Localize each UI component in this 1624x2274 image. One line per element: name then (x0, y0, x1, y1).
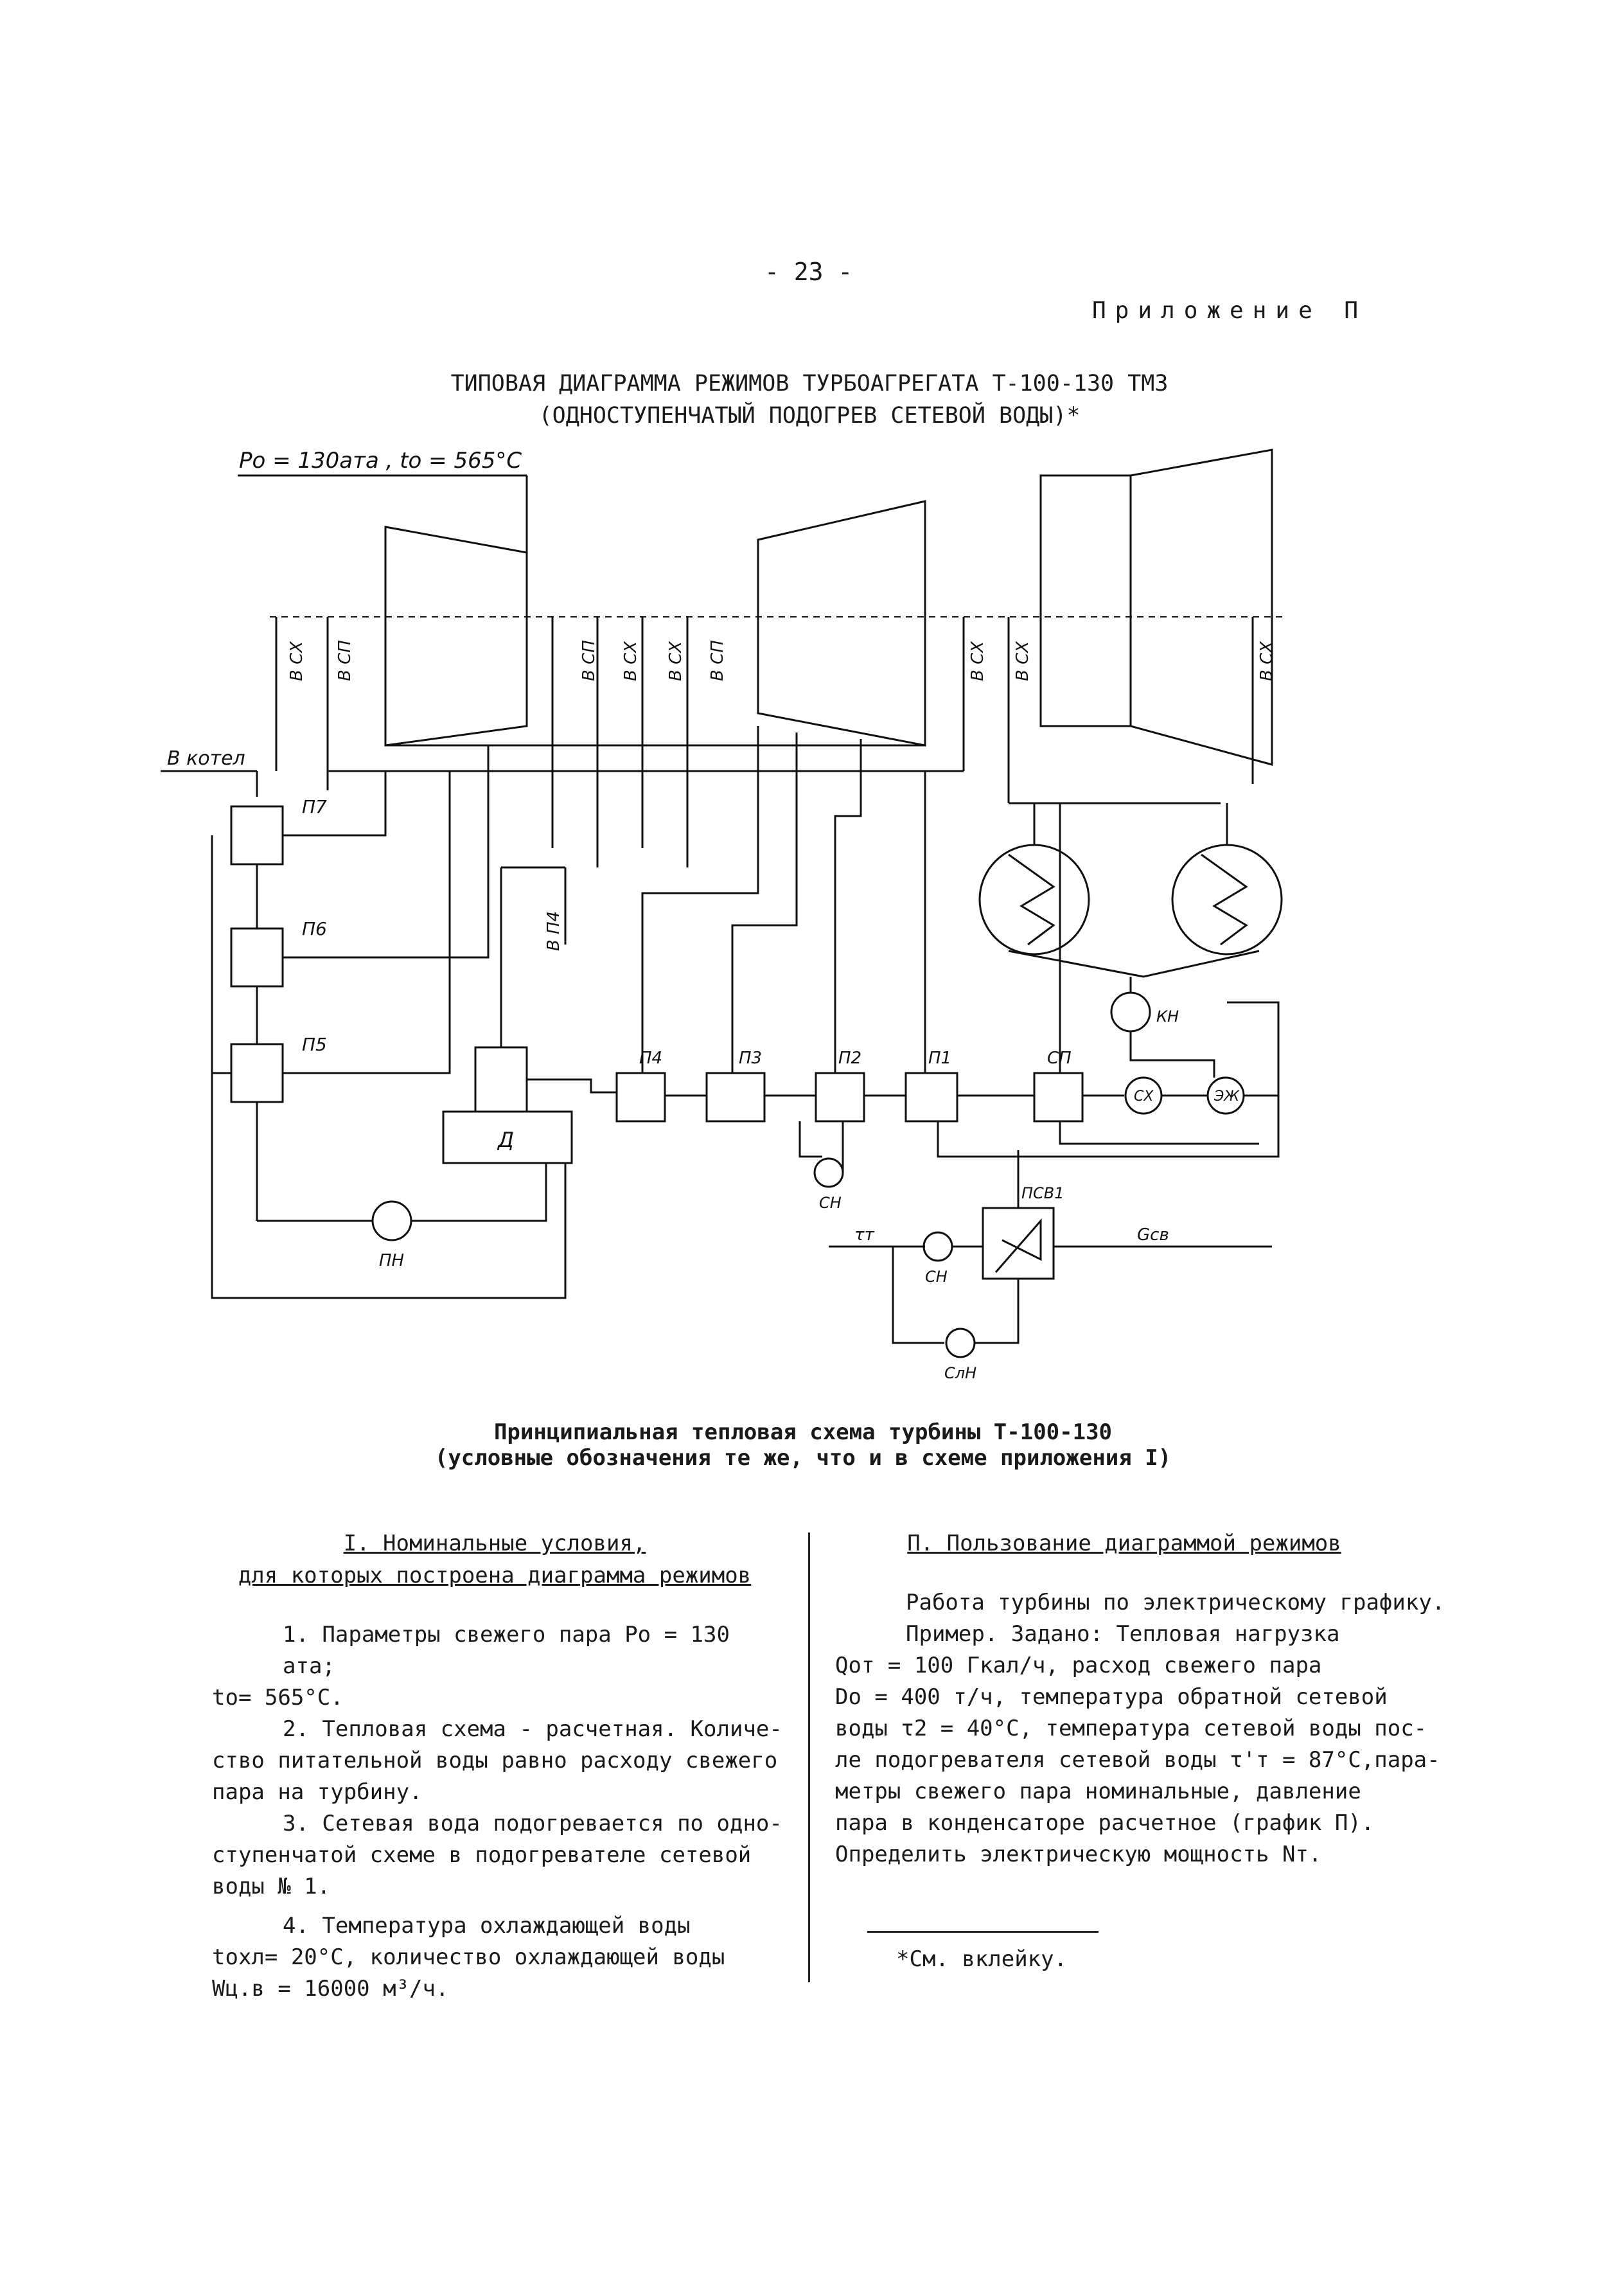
label-v-sx-6: В СХ (1257, 641, 1276, 681)
hp-turbine (384, 526, 528, 747)
label-p4: П4 (639, 1049, 662, 1068)
label-kn: КН (1156, 1008, 1179, 1026)
label-p7: П7 (302, 796, 327, 817)
heater-sp (1033, 1072, 1084, 1123)
deaerator-tank (442, 1110, 573, 1164)
right-line8: пара в конденсаторе расчетное (график П)… (835, 1810, 1375, 1836)
label-p2: П2 (838, 1049, 861, 1068)
label-v-sp-3: В СП (708, 640, 727, 681)
label-gsv: Gсв (1137, 1225, 1169, 1245)
item1-line2: to= 565°С. (212, 1685, 344, 1710)
label-sn2: СН (925, 1268, 948, 1286)
label-pn: ПН (379, 1251, 404, 1270)
label-v-sp-2: В СП (579, 640, 599, 681)
right-line5: воды τ2 = 40°С, температура сетевой воды… (835, 1716, 1427, 1741)
diagram-caption-line2: (условные обозначения те же, что и в схе… (434, 1445, 1172, 1471)
pump-kn (1110, 991, 1151, 1033)
lp-turbine-right (1129, 449, 1273, 766)
pump-pn (371, 1200, 412, 1241)
item2-line3: пара на турбину. (212, 1779, 423, 1805)
label-d: Д (497, 1128, 514, 1152)
page-title-line1: ТИПОВАЯ ДИАГРАММА РЕЖИМОВ ТУРБОАГРЕГАТА … (450, 371, 1169, 396)
footnote: *См. вклейку. (896, 1946, 1068, 1972)
left-column-body: 1. Параметры свежего пара Po = 130 ата; … (212, 1619, 790, 2005)
item3-line3: воды № 1. (212, 1874, 331, 1899)
heater-p4 (615, 1072, 666, 1123)
pump-sln (945, 1328, 976, 1358)
label-p6: П6 (302, 918, 327, 939)
heater-p3 (705, 1072, 766, 1123)
heater-psv1 (982, 1207, 1055, 1280)
to-boiler-label: В котел (167, 747, 245, 770)
left-heading-line2: для которых построена диаграмма режимов (238, 1563, 752, 1588)
ip-turbine (757, 500, 926, 747)
right-line3: Qот = 100 Гкал/ч, расход свежего пара (835, 1653, 1322, 1678)
item4-line3: Wц.в = 16000 м³/ч. (212, 1976, 449, 2002)
right-line9: Определить электрическую мощность Nт. (835, 1842, 1322, 1867)
label-v-sx-4: В СХ (968, 641, 987, 681)
item2-line2: ство питательной воды равно расходу свеж… (212, 1748, 778, 1773)
label-sx: СХ (1134, 1088, 1154, 1105)
right-line6: ле подогревателя сетевой воды τ'т = 87°С… (835, 1747, 1440, 1773)
heater-p1 (905, 1072, 958, 1123)
right-line2: Пример. Задано: Тепловая нагрузка (906, 1621, 1340, 1647)
right-column-body: Работа турбины по электрическому графику… (835, 1587, 1445, 1870)
label-v-sp-1: В СП (335, 640, 355, 681)
label-ezh: ЭЖ (1214, 1088, 1240, 1105)
page-title-line2: (ОДНОСТУПЕНЧАТЫЙ ПОДОГРЕВ СЕТЕВОЙ ВОДЫ)* (538, 403, 1081, 429)
pump-sn2 (922, 1231, 953, 1262)
label-v-sx-3: В СХ (666, 641, 685, 681)
item2-line1: 2. Тепловая схема - расчетная. Количе- (283, 1716, 782, 1742)
condenser-left (978, 844, 1090, 955)
pump-sn (813, 1157, 844, 1188)
right-line1: Работа турбины по электрическому графику… (906, 1590, 1445, 1615)
diagram-caption-line1: Принципиальная тепловая схема турбины Т-… (493, 1419, 1113, 1445)
right-line4: Do = 400 т/ч, температура обратной сетев… (835, 1684, 1388, 1710)
label-v-sx-1: В СХ (287, 641, 306, 681)
label-psv1: ПСВ1 (1021, 1184, 1064, 1202)
heater-p5 (230, 1043, 284, 1103)
label-tau-t: τт (854, 1225, 875, 1245)
item3-line1: 3. Сетевая вода подогревается по одно- (283, 1811, 782, 1836)
page-number: - 23 - (764, 258, 853, 286)
label-sp: СП (1047, 1049, 1072, 1068)
condenser-right (1171, 844, 1283, 955)
label-p5: П5 (302, 1034, 327, 1055)
heater-p6 (230, 927, 284, 988)
item4-line1: 4. Температура охлаждающей воды (283, 1913, 691, 1939)
appendix-label: Приложение П (1092, 298, 1368, 324)
lp-turbine-left (1039, 474, 1132, 727)
label-v-sx-2: В СХ (621, 641, 640, 681)
left-heading-line1: I. Номинальные условия, (343, 1531, 646, 1556)
item4-line2: tохл= 20°С, количество охлаждающей воды (212, 1944, 725, 1970)
footnote-rule (867, 1931, 1099, 1933)
heater-p7 (230, 805, 284, 866)
label-sn: СН (819, 1194, 842, 1212)
label-p1: П1 (928, 1049, 951, 1068)
item3-line2: ступенчатой схеме в подогревателе сетево… (212, 1842, 752, 1868)
right-heading: П. Пользование диаграммой режимов (907, 1531, 1341, 1556)
label-p3: П3 (739, 1049, 762, 1068)
item1-line1: 1. Параметры свежего пара Po = 130 ата; (283, 1622, 730, 1679)
label-sln: СлН (944, 1364, 976, 1382)
thermal-scheme-diagram: Po = 130ата , to = 565°С В котел П7 П6 П… (161, 448, 1285, 1382)
right-line7: метры свежего пара номинальные, давление (835, 1779, 1361, 1804)
label-v-p4: В П4 (544, 911, 563, 951)
column-divider (808, 1532, 810, 1982)
steam-params-label: Po = 130ата , to = 565°С (239, 448, 522, 474)
deaerator-column (474, 1046, 528, 1113)
label-v-sx-5: В СХ (1013, 641, 1032, 681)
heater-p2 (815, 1072, 865, 1123)
